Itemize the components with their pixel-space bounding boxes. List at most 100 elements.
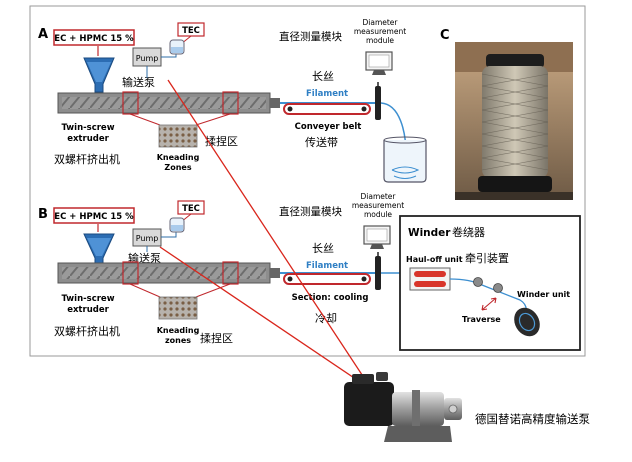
filament-cn-b: 长丝	[312, 242, 334, 255]
section-cn-b: 冷却	[315, 312, 337, 325]
diameter-en-a-2: measurement	[354, 27, 406, 36]
tec-label-b: TEC	[182, 204, 200, 214]
beaker-coil-a	[391, 166, 420, 179]
panel-a: A EC + HPMC 15 % Pump 输送泵 TEC Kneading Z…	[38, 18, 427, 183]
pump-motor	[344, 382, 394, 426]
sensor-b	[375, 256, 381, 290]
winder-spool-ring	[518, 312, 536, 332]
panel-c-letter: C	[440, 28, 450, 43]
monitor-stand-a	[372, 70, 386, 75]
pump-cn-label-a: 输送泵	[122, 75, 155, 89]
winder-title-en: Winder	[408, 227, 451, 239]
filament-cn-a: 长丝	[312, 70, 334, 83]
kneading-zone-a2	[222, 91, 239, 115]
traverse-label: Traverse	[462, 315, 501, 324]
material-box-a	[53, 29, 135, 46]
extruder-en-b-1: Twin-screw	[61, 294, 114, 304]
cooling-roller-b1	[287, 276, 293, 282]
kneading-leader-a1	[129, 113, 161, 126]
kneading-en-b-1: Kneading	[157, 326, 200, 335]
kneading-cn-b: 揉捏区	[200, 331, 233, 345]
guide-roller-1	[473, 277, 483, 287]
kneading-leader-b1	[129, 283, 161, 298]
tec-bottle-fill-b	[171, 225, 183, 231]
photo-floor	[455, 192, 573, 200]
diameter-en-b-1: Diameter	[360, 192, 396, 201]
pump-label-a: Pump	[136, 54, 159, 63]
traverse-arrow	[481, 297, 497, 311]
photo-spool-base	[478, 176, 552, 192]
conveyor-cn-a: 传送带	[305, 135, 338, 149]
pump-photo	[344, 372, 462, 442]
extruder-screw-a	[62, 97, 266, 109]
pump-connector	[376, 372, 388, 381]
hauloff-en: Haul-off unit	[406, 255, 463, 264]
material-box-b	[53, 207, 135, 224]
guide-roller-2	[493, 283, 503, 293]
section-en-b: Section: cooling	[292, 293, 369, 303]
extruder-cn-b: 双螺杆挤出机	[54, 324, 120, 338]
diameter-en-b-2: measurement	[352, 201, 404, 210]
monitor-stand-b	[370, 244, 384, 249]
extruder-screw-b	[62, 267, 266, 279]
extruder-die-a	[270, 98, 280, 108]
panel-c: C	[440, 28, 573, 200]
kneading-cn-a: 揉捏区	[205, 134, 238, 148]
kneading-zone-b2	[222, 261, 239, 285]
conveyor-roller-a2	[361, 106, 367, 112]
hauloff-cn: 牵引装置	[465, 251, 509, 265]
winder-spool	[514, 307, 540, 337]
winder-title-cn: 卷绕器	[452, 225, 485, 239]
cooling-roller-b2	[361, 276, 367, 282]
extruder-en-b-2: extruder	[67, 305, 109, 315]
kneading-photo-b	[158, 296, 198, 320]
diameter-cn-a: 直径测量模块	[279, 30, 342, 43]
pump-bracket	[384, 426, 452, 442]
beaker-a	[383, 140, 427, 183]
winder-unit-label: Winder unit	[517, 290, 570, 299]
panel-b: B EC + HPMC 15 % Pump 输送泵 TEC Kneading z…	[38, 192, 581, 351]
kneading-photo-a	[158, 124, 198, 148]
callout-line-a	[167, 79, 373, 391]
photo-spool-top	[486, 54, 544, 68]
filament-en-a: Filament	[306, 89, 348, 99]
filament-en-b: Filament	[306, 261, 348, 271]
photo-spool-body	[482, 66, 548, 178]
extruder-die-b	[270, 268, 280, 278]
diameter-cn-b: 直径测量模块	[279, 205, 342, 218]
pump-head-ring	[412, 390, 420, 428]
conveyor-roller-a1	[287, 106, 293, 112]
conveyor-belt-a	[283, 103, 371, 115]
hauloff-belt-bottom	[414, 281, 446, 287]
callout-label: 德国替诺高精度输送泵	[475, 412, 590, 426]
tec-bottle-fill-a	[171, 47, 183, 53]
callout-line-b	[159, 246, 373, 391]
monitor-screen-b	[366, 228, 388, 242]
hopper-fill-a	[87, 62, 111, 82]
panel-b-letter: B	[38, 207, 48, 222]
tec-label-a: TEC	[182, 26, 200, 36]
hauloff-belt-top	[414, 271, 446, 277]
pump-port	[448, 404, 458, 414]
diameter-en-a-1: Diameter	[362, 18, 398, 27]
kneading-en-b-2: zones	[165, 336, 191, 345]
extruder-cn-a: 双螺杆挤出机	[54, 152, 120, 166]
beaker-top-a	[383, 136, 427, 144]
pump-motor-cap	[352, 374, 374, 384]
material-label-b: EC + HPMC 15 %	[54, 212, 134, 222]
conveyor-en-a: Conveyer belt	[295, 122, 362, 132]
extruder-en-a-2: extruder	[67, 134, 109, 144]
panel-a-letter: A	[38, 27, 48, 42]
kneading-en-a-1: Kneading	[157, 153, 200, 162]
hopper-fill-b	[87, 238, 111, 256]
kneading-leader-a2	[195, 113, 231, 126]
diameter-en-b-3: module	[364, 210, 392, 219]
sensor-a	[375, 86, 381, 120]
spool-windings	[481, 73, 549, 171]
kneading-en-a-2: Zones	[164, 163, 191, 172]
extruder-en-a-1: Twin-screw	[61, 123, 114, 133]
material-label-a: EC + HPMC 15 %	[54, 34, 134, 44]
diameter-en-a-3: module	[366, 36, 394, 45]
cooling-belt-b	[283, 273, 371, 285]
